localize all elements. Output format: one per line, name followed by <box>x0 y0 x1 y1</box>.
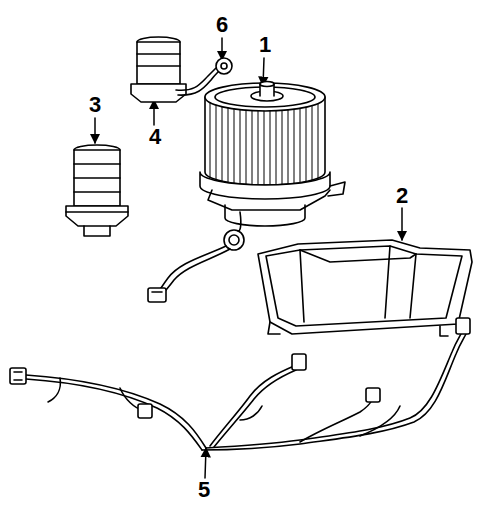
callout-number: 1 <box>258 34 272 56</box>
callout-number: 6 <box>215 14 229 36</box>
callout-number: 2 <box>395 185 409 207</box>
callout-number: 4 <box>148 126 162 148</box>
resistor-with-wiring <box>131 37 232 102</box>
blower-resistor <box>66 145 128 236</box>
wiring-harness <box>10 318 470 450</box>
callout-number: 5 <box>197 479 211 501</box>
callout-number: 3 <box>88 94 102 116</box>
blower-housing <box>258 240 472 336</box>
